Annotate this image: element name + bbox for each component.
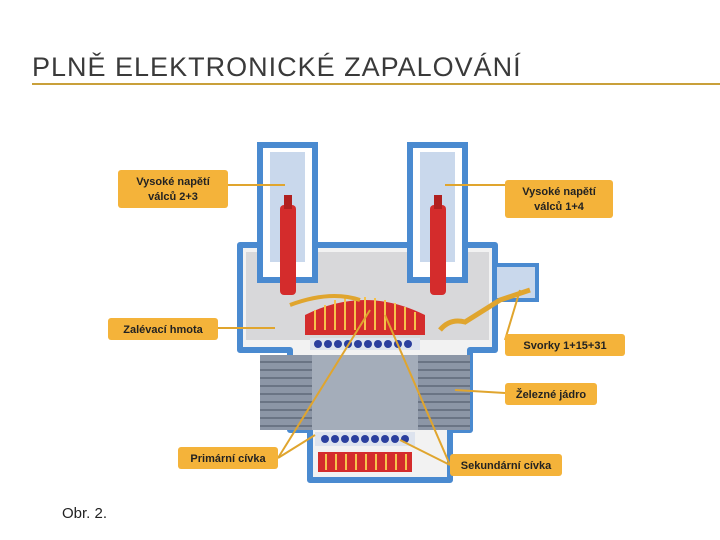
label-iron-core-text: Železné jádro: [516, 388, 587, 401]
label-iron-core: Železné jádro: [505, 383, 597, 405]
label-primary-text: Primární cívka: [190, 453, 266, 465]
label-terminals-text: Svorky 1+15+31: [523, 340, 606, 352]
primary-winding-lower: [315, 432, 415, 446]
label-hv-cylinders-2-3: Vysoké napětí válců 2+3: [118, 170, 228, 208]
title-underline: [32, 83, 720, 85]
label-primary-coil: Primární cívka: [178, 447, 278, 469]
label-potting-compound: Zalévací hmota: [108, 318, 218, 340]
figure-caption: Obr. 2.: [62, 505, 108, 522]
label-potting-text: Zalévací hmota: [123, 324, 203, 336]
label-terminals: Svorky 1+15+31: [505, 334, 625, 356]
hv-connector-right: [430, 195, 446, 295]
secondary-winding-lower: [318, 452, 412, 472]
label-hv23-line2: válců 2+3: [148, 191, 198, 203]
label-hv14-line2: válců 1+4: [534, 201, 585, 213]
label-secondary-coil: Sekundární cívka: [450, 454, 562, 476]
ignition-coil-diagram: Vysoké napětí válců 2+3 Vysoké napětí vá…: [108, 142, 625, 483]
primary-winding-upper: [310, 338, 420, 350]
label-secondary-text: Sekundární cívka: [461, 460, 552, 472]
label-hv23-line1: Vysoké napětí: [136, 176, 211, 188]
slide-title: PLNĚ ELEKTRONICKÉ ZAPALOVÁNÍ: [32, 52, 522, 82]
leader-lines: [218, 184, 521, 466]
hv-connector-left: [280, 195, 296, 295]
label-hv14-line1: Vysoké napětí: [522, 186, 597, 198]
label-hv-cylinders-1-4: Vysoké napětí válců 1+4: [505, 180, 613, 218]
iron-core: [260, 355, 470, 430]
